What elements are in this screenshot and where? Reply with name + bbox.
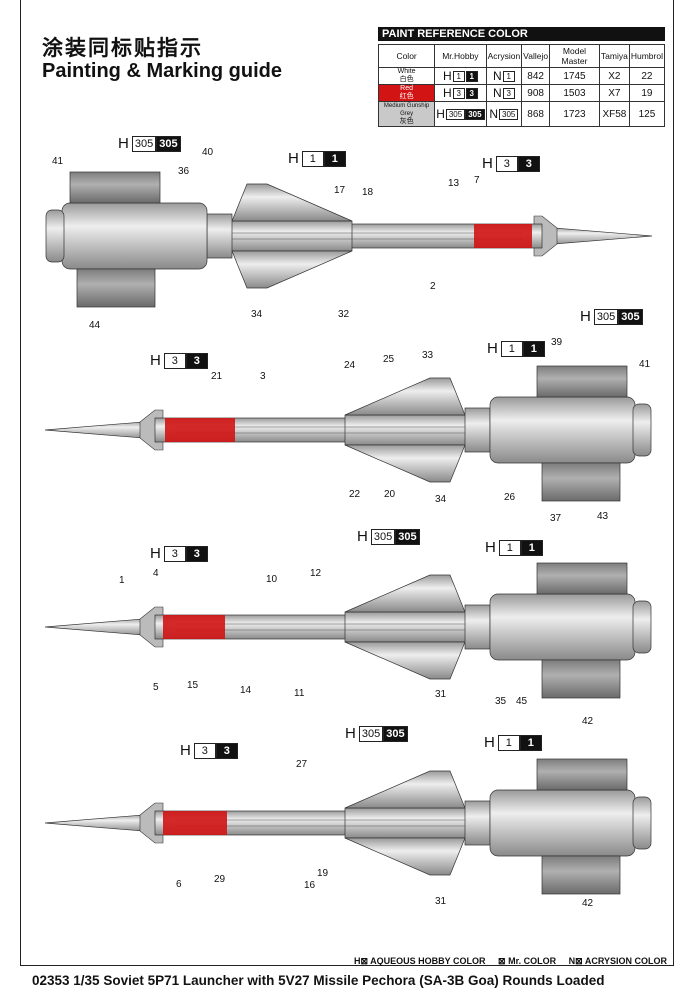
part-number: 11 <box>294 688 305 699</box>
vallejo: 868 <box>521 101 551 127</box>
part-number: 43 <box>597 511 609 522</box>
page-frame <box>20 0 674 966</box>
part-number: 42 <box>582 898 594 909</box>
part-number: 34 <box>435 494 447 505</box>
part-number: 25 <box>383 354 395 365</box>
part-number: 18 <box>362 187 374 198</box>
part-number: 41 <box>52 156 64 167</box>
part-number: 32 <box>338 309 350 320</box>
missile-view-3 <box>44 562 652 699</box>
part-number: 24 <box>344 360 356 371</box>
col-header: Vallejo <box>521 44 551 68</box>
col-header: Model Master <box>549 44 600 68</box>
part-number: 21 <box>211 371 223 382</box>
paint-table-heading: PAINT REFERENCE COLOR <box>378 27 665 41</box>
part-number: 39 <box>551 337 563 348</box>
part-number: 37 <box>550 513 562 524</box>
legend-acrysion: N⊠ ACRYSION COLOR <box>568 956 667 966</box>
col-header: Mr.Hobby <box>434 44 487 68</box>
part-number: 41 <box>639 359 651 370</box>
part-number: 45 <box>516 696 528 707</box>
paint-reference-table: PAINT REFERENCE COLOR Color Mr.Hobby Acr… <box>377 27 666 127</box>
part-number: 33 <box>422 350 434 361</box>
part-number: 27 <box>296 759 308 770</box>
red-band <box>474 224 532 248</box>
part-number: 17 <box>334 185 346 196</box>
part-number: 6 <box>176 879 182 890</box>
part-number: 16 <box>304 880 316 891</box>
part-number: 4 <box>153 568 159 579</box>
part-number: 29 <box>214 874 226 885</box>
part-number: 34 <box>251 309 263 320</box>
part-number: 40 <box>202 147 214 158</box>
color-legend: H⊠ AQUEOUS HOBBY COLOR ⊠ Mr. COLOR N⊠ AC… <box>344 956 667 967</box>
part-number: 20 <box>384 489 396 500</box>
part-number: 19 <box>317 868 329 879</box>
tamiya: XF58 <box>598 101 630 127</box>
part-number: 12 <box>310 568 322 579</box>
part-number: 26 <box>504 492 516 503</box>
part-number: 5 <box>153 682 159 693</box>
part-number: 44 <box>89 320 101 331</box>
legend-mr-color: ⊠ Mr. COLOR <box>498 956 557 966</box>
footer-title: 02353 1/35 Soviet 5P71 Launcher with 5V2… <box>32 973 605 988</box>
title-english: Painting & Marking guide <box>42 60 283 82</box>
part-number: 42 <box>582 716 594 727</box>
red-band <box>163 615 225 639</box>
humbrol: 125 <box>628 101 666 127</box>
missile-view-4 <box>44 758 652 895</box>
part-number: 31 <box>435 689 447 700</box>
missile-view-1 <box>45 171 653 308</box>
part-number: 36 <box>178 166 190 177</box>
missile-view-2 <box>44 365 652 502</box>
title-chinese: 涂装同标贴指示 <box>42 37 203 60</box>
part-number: 1 <box>119 575 125 586</box>
part-number: 15 <box>187 680 199 691</box>
part-number: 22 <box>349 489 361 500</box>
col-header: Humbrol <box>628 44 666 68</box>
red-band <box>163 811 227 835</box>
part-number: 35 <box>495 696 507 707</box>
part-number: 7 <box>474 175 480 186</box>
part-number: 13 <box>448 178 460 189</box>
part-number: 3 <box>260 371 266 382</box>
model-master: 1723 <box>549 101 600 127</box>
red-band <box>165 418 235 442</box>
part-number: 14 <box>240 685 252 696</box>
part-number: 10 <box>266 574 278 585</box>
part-number: 2 <box>430 281 436 292</box>
legend-hobby: H⊠ AQUEOUS HOBBY COLOR <box>353 956 486 966</box>
part-number: 31 <box>435 896 447 907</box>
